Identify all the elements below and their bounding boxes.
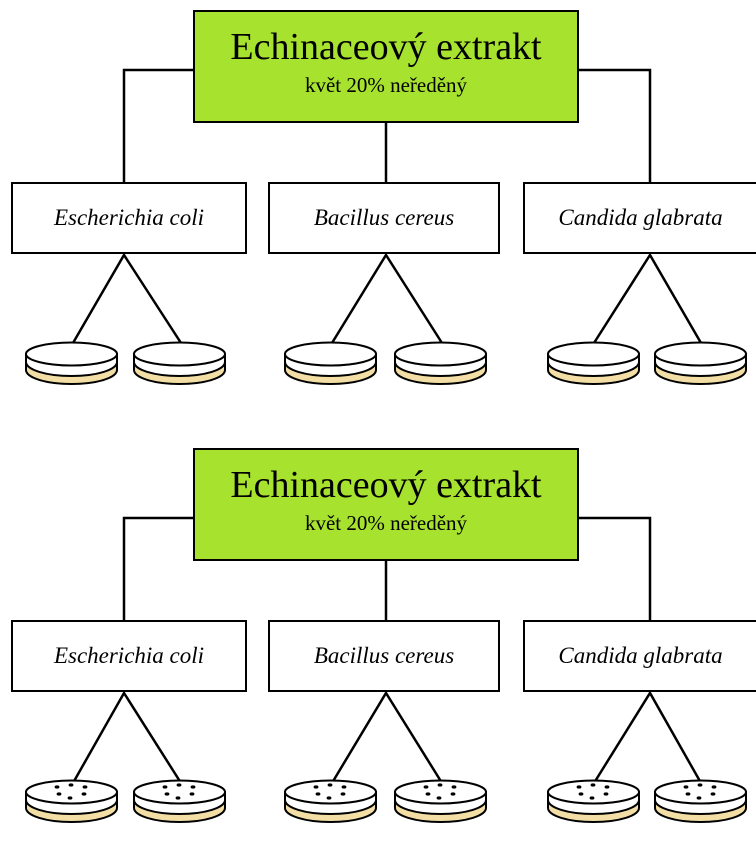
petri-dish-wells-icon [23, 778, 120, 826]
extract-root-box: Echinaceový extrakt květ 20% neředěný [193, 10, 579, 123]
diagram-bottom: Echinaceový extrakt květ 20% neředěný Es… [0, 438, 756, 843]
connector-lines [71, 516, 703, 784]
petri-dish-icon [282, 340, 379, 388]
diagram-top: Echinaceový extrakt květ 20% neředěný Es… [0, 0, 756, 405]
organism-box-bacillus-cereus: Bacillus cereus [268, 620, 500, 692]
organism-box-candida-glabrata: Candida glabrata [523, 182, 756, 254]
organism-box-candida-glabrata: Candida glabrata [523, 620, 756, 692]
root-subtitle: květ 20% neředěný [304, 511, 468, 535]
organism-box-bacillus-cereus: Bacillus cereus [268, 182, 500, 254]
petri-dish-wells-icon [545, 778, 642, 826]
petri-dish-icon [23, 340, 120, 388]
petri-dish-icon [545, 340, 642, 388]
petri-dish-wells-icon [282, 778, 379, 826]
root-subtitle: květ 20% neředěný [304, 73, 468, 97]
petri-dish-wells-icon [392, 778, 489, 826]
petri-dish-icon [131, 340, 228, 388]
extract-root-box: Echinaceový extrakt květ 20% neředěný [193, 448, 579, 561]
petri-dish-icon [652, 340, 749, 388]
connector-lines [71, 68, 703, 344]
organism-box-escherichia-coli: Escherichia coli [11, 182, 247, 254]
petri-dish-wells-icon [131, 778, 228, 826]
root-title: Echinaceový extrakt [230, 26, 542, 68]
organism-box-escherichia-coli: Escherichia coli [11, 620, 247, 692]
petri-dish-wells-icon [652, 778, 749, 826]
petri-dish-icon [392, 340, 489, 388]
root-title: Echinaceový extrakt [230, 464, 542, 506]
